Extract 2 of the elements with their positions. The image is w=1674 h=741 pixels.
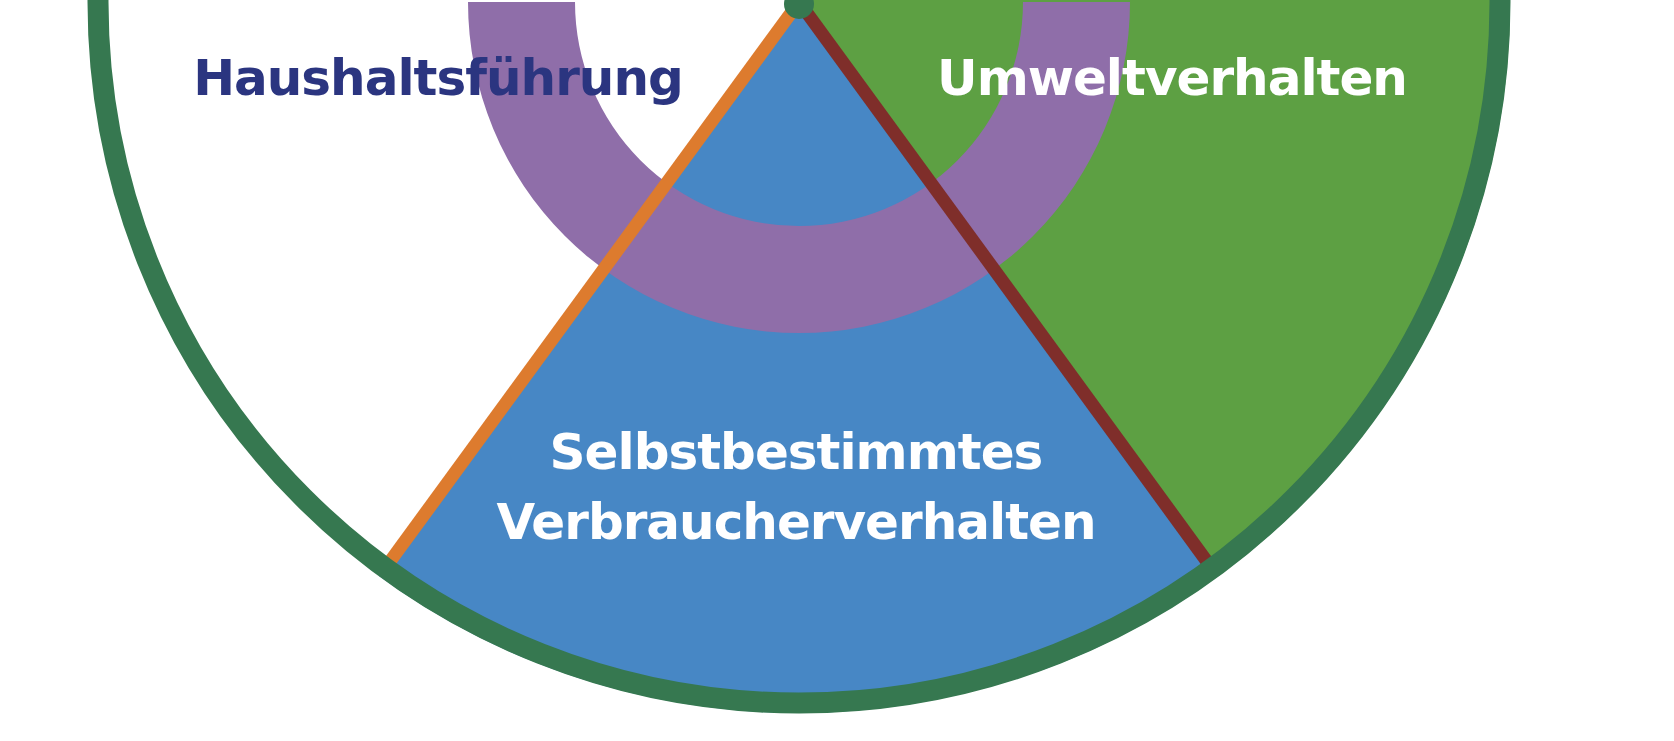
sector-label: Selbstbestimmtes Verbraucherverhalten [496, 422, 1096, 553]
sector-label: Umweltverhalten [937, 48, 1407, 109]
